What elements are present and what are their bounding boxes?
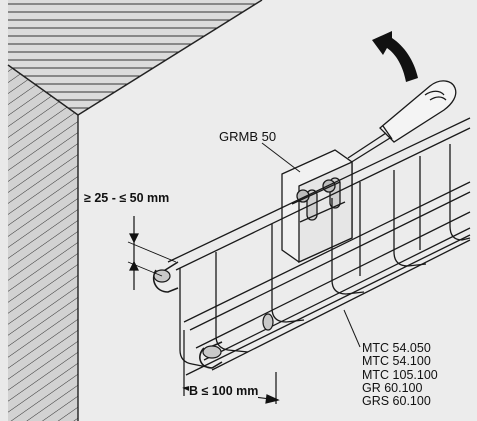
curved-arrow-icon (372, 31, 418, 82)
part-number-list: MTC 54.050 MTC 54.100 MTC 105.100 GR 60.… (362, 341, 438, 409)
gap-dimension (127, 216, 177, 290)
bracket-label: GRMB 50 (219, 129, 277, 144)
wall-side-face (8, 65, 78, 421)
part-number: MTC 54.050 (362, 341, 431, 355)
wire-cable-tray (152, 117, 471, 376)
bracket-grmb (281, 149, 353, 264)
wall-edges (7, 0, 263, 421)
part-number: MTC 54.100 (362, 354, 431, 369)
width-limit-label: B ≤ 100 mm (189, 384, 259, 398)
part-number: GR 60.100 (362, 380, 423, 395)
part-number: GRS 60.100 (362, 394, 431, 409)
gap-range-label: ≥ 25 - ≤ 50 mm (84, 191, 170, 205)
leader-lines (261, 142, 361, 348)
screwdriver-icon (347, 80, 457, 164)
part-number: MTC 105.100 (362, 367, 438, 382)
tray-connectors (153, 269, 274, 359)
wall-top-face (8, 0, 262, 115)
